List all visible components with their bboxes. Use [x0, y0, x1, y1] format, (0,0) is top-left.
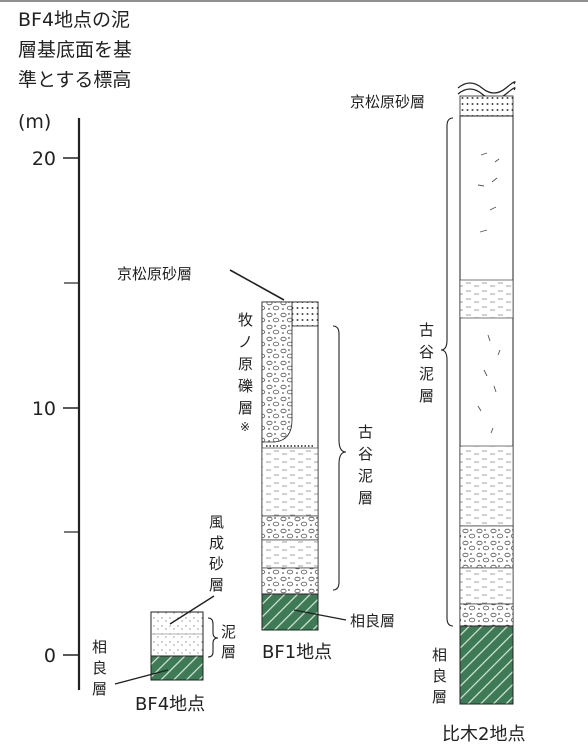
kyomatsubara-hiki-label: 京松原砂層	[350, 93, 425, 111]
sagara-hiki-label: 相 良 層	[432, 646, 452, 706]
fusei-label: 風 成 砂 層	[209, 513, 229, 594]
furuya-hiki-label: 古 谷 泥 層	[419, 321, 439, 405]
sagara-bf4-leader	[114, 669, 169, 685]
bf1-kyomatsubara-layer	[291, 301, 319, 327]
hiki-sagara-layer	[459, 625, 514, 705]
bf1-column: 京松原砂層 牧 ノ 原 礫 層 ※ 古 谷 泥 層 相良層 BF1地点	[117, 265, 395, 663]
site-label-bf4: BF4地点	[135, 694, 205, 715]
bf4-column: 泥 層 風 成 砂 層 相 良 層 BF4地点	[92, 513, 241, 715]
site-label-bf1: BF1地点	[262, 642, 332, 663]
bf1-furuya-brace	[332, 325, 347, 591]
tick-label-10: 10	[32, 398, 56, 420]
hiki2-column: 京松原砂層 古 谷 泥 層 相 良 層 比木2地点	[350, 81, 525, 744]
hiki-kyomatsubara-layer	[459, 95, 514, 117]
sagara-bf1-label: 相良層	[350, 612, 395, 630]
bf4-deisou-ch2: 層	[221, 643, 236, 661]
bf4-deisou-brace	[207, 617, 219, 658]
bf4-deisou-label: 泥 層	[221, 623, 241, 661]
axis-title-line-2: 層基底面を基	[18, 39, 132, 61]
site-label-hiki2: 比木2地点	[442, 724, 525, 744]
furuya-bf1-label: 古 谷 泥 層	[358, 423, 378, 507]
fusei-leader	[169, 595, 215, 625]
tick-label-20: 20	[32, 148, 56, 170]
kyomatsubara-bf1-label: 京松原砂層	[117, 265, 192, 283]
axis-unit: (m)	[18, 111, 51, 133]
makinohara-label: 牧 ノ 原 礫 層 ※	[238, 311, 258, 434]
sagara-bf4-label: 相 良 層	[92, 638, 112, 698]
axis-title-line-1: BF4地点の泥	[18, 9, 130, 31]
bf4-sagara-layer	[150, 655, 204, 681]
sagara-bf1-leader	[293, 609, 347, 621]
axis-title-line-3: 準とする標高	[18, 69, 131, 91]
kyomatsubara-bf1-leader	[229, 269, 285, 301]
bf4-deisou-ch1: 泥	[221, 623, 236, 641]
bf1-makinohara-layer	[261, 301, 293, 443]
bf1-sagara-layer	[261, 593, 319, 631]
tick-label-0: 0	[44, 645, 56, 667]
hiki-furuya-brace	[440, 117, 454, 627]
elevation-axis: BF4地点の泥 層基底面を基 準とする標高 (m) 20 10 0	[18, 9, 132, 690]
